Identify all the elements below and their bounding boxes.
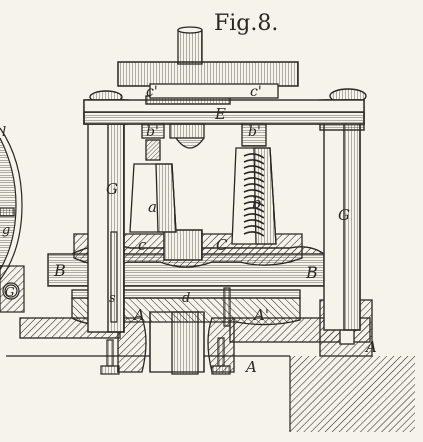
margin-label-l: l <box>2 125 6 140</box>
spring-coil <box>243 171 265 177</box>
margin-label-g: g <box>2 223 10 238</box>
main-shaft <box>169 26 205 149</box>
label-A-right: A <box>364 338 377 356</box>
spring-coil <box>243 159 265 165</box>
base-bolts <box>100 337 231 375</box>
label-c-left: c <box>138 236 147 254</box>
label-B-left: B <box>53 261 66 280</box>
figure-title: Fig.8. <box>214 11 278 36</box>
crosshead-E <box>83 95 365 125</box>
label-E: E <box>214 105 226 123</box>
column-left <box>83 90 129 333</box>
spring-punch-b <box>231 123 277 245</box>
label-b-prime-right: b' <box>248 124 261 140</box>
spring-coil <box>243 195 265 201</box>
label-d: d <box>182 291 190 306</box>
label-A-left: A <box>132 306 145 324</box>
label-b: b <box>252 194 262 212</box>
label-A-prime: A' <box>252 306 269 324</box>
gear-wheel <box>117 61 299 99</box>
spring-coil <box>243 207 265 213</box>
labels: Fig.8. c' c' E b' b' G G a b c C B B s d… <box>2 11 377 376</box>
label-G-right: G <box>338 206 350 224</box>
punch-a <box>129 123 177 233</box>
spring-coil <box>243 225 265 231</box>
coil-spring-icon <box>243 153 265 237</box>
spring-coil <box>243 219 265 225</box>
spring-coil <box>243 177 265 183</box>
label-G-left: G <box>106 180 118 198</box>
spring-coil <box>243 165 265 171</box>
label-C-right: C <box>216 236 228 254</box>
spring-coil <box>243 153 265 159</box>
label-c-prime-right: c' <box>250 84 262 100</box>
spring-coil <box>243 183 265 189</box>
label-B-right: B <box>305 263 318 282</box>
label-s: s <box>109 291 116 306</box>
spring-coil <box>243 213 265 219</box>
spring-coil <box>243 189 265 195</box>
label-c-prime-left: c' <box>146 84 158 100</box>
spring-coil <box>243 231 265 237</box>
label-A-base: A <box>244 358 257 376</box>
label-a: a <box>148 198 157 216</box>
guide-rods <box>110 231 231 327</box>
die-plate <box>71 289 301 326</box>
adjacent-figure-fragment <box>0 127 25 313</box>
margin-label-circle-G: G <box>5 285 15 299</box>
spring-coil <box>243 201 265 207</box>
label-b-prime-left: b' <box>146 124 159 140</box>
